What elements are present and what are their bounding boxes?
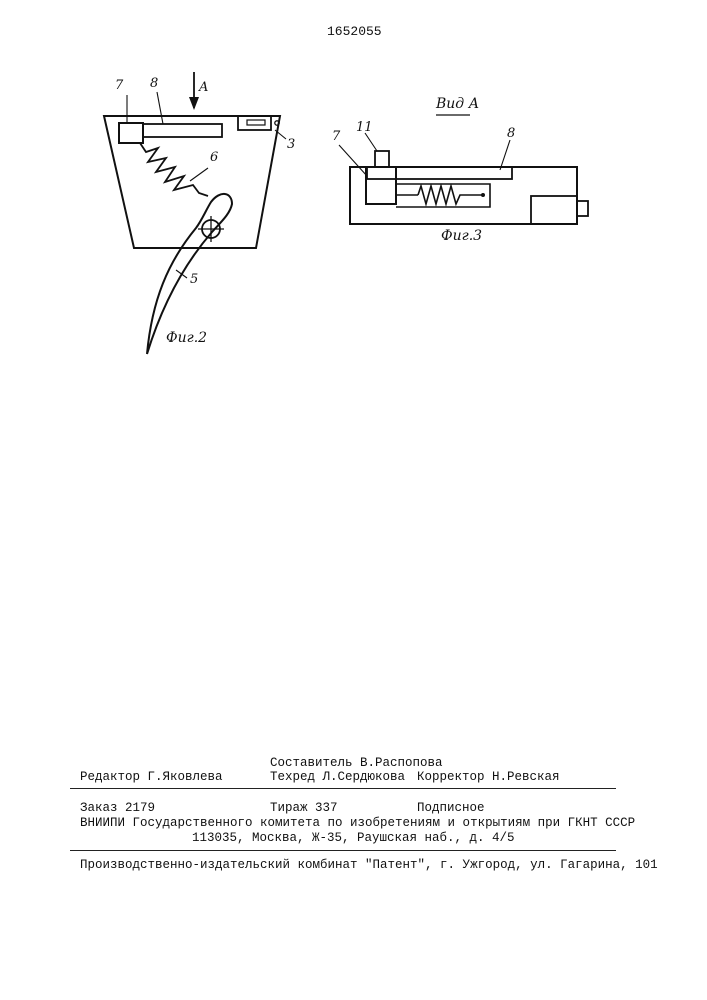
fig3-label-7: 7 [332, 129, 340, 144]
colophon-subscription: Подписное [417, 801, 485, 815]
fig3-spring [418, 186, 482, 204]
fig3-button-11 [375, 151, 389, 167]
colophon-divider-1 [70, 788, 616, 789]
colophon-techred: Техред Л.Сердюкова [270, 770, 405, 784]
colophon-circulation: Тираж 337 [270, 801, 338, 815]
fig3-end-box [531, 196, 577, 224]
colophon-order: Заказ 2179 [80, 801, 155, 815]
fig3-bar-8 [367, 167, 512, 179]
colophon-editor: Редактор Г.Яковлева [80, 770, 223, 784]
fig3-block-7 [366, 167, 396, 204]
fig3-view-title: Вид А [436, 96, 479, 112]
fig3-end-stub [577, 201, 588, 216]
colophon-org-line-2: 113035, Москва, Ж-35, Раушская наб., д. … [192, 831, 515, 845]
fig3-label-8: 8 [507, 126, 515, 141]
fig3-caption: Фиг.3 [441, 228, 482, 244]
colophon-compiler: Составитель В.Распопова [270, 756, 443, 770]
fig3-label-11: 11 [356, 120, 373, 135]
colophon-divider-2 [70, 850, 616, 851]
colophon-publisher: Производственно-издательский комбинат "П… [80, 858, 658, 872]
colophon-org-line-1: ВНИИПИ Государственного комитета по изоб… [80, 816, 635, 830]
figure-3-drawing [0, 0, 707, 400]
colophon-corrector: Корректор Н.Ревская [417, 770, 560, 784]
